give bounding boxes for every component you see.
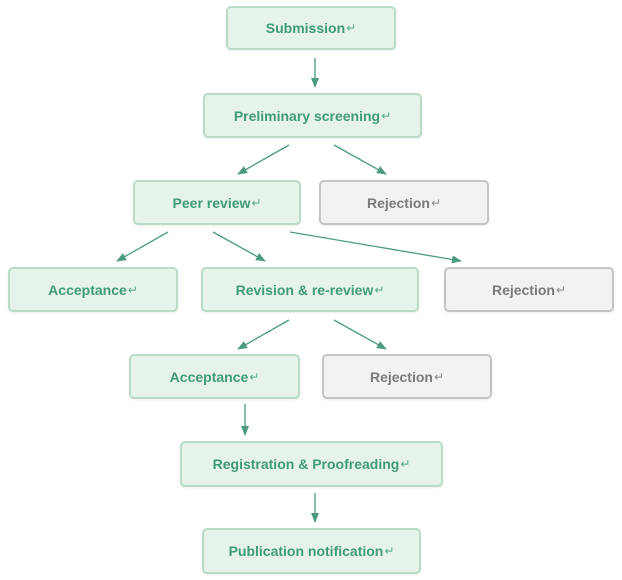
arrow-revision-to-rejection <box>333 319 387 350</box>
node-rejection-revision-label: Rejection <box>369 368 433 385</box>
node-revision-re-review-label: Revision & re-review <box>235 281 374 298</box>
return-mark-icon: ↵ <box>400 457 411 471</box>
arrow-peer-review-to-acceptance <box>116 231 169 262</box>
return-mark-icon: ↵ <box>381 108 392 123</box>
return-mark-icon: ↵ <box>251 195 262 210</box>
return-mark-icon: ↵ <box>374 282 385 297</box>
return-mark-icon: ↵ <box>555 282 567 297</box>
node-registration-proofreading: Registration & Proofreading↵ <box>180 441 443 487</box>
arrow-peer-review-to-revision <box>212 231 266 262</box>
node-registration-proofreading-label: Registration & Proofreading <box>212 456 400 472</box>
node-submission-label: Submission <box>265 20 346 36</box>
node-submission: Submission↵ <box>226 6 396 50</box>
node-preliminary-screening-label: Preliminary screening <box>233 107 381 124</box>
node-rejection-peer-review: Rejection↵ <box>444 267 614 312</box>
arrow-peer-review-to-rejection <box>289 231 462 264</box>
node-publication-notification: Publication notification↵ <box>202 528 421 574</box>
node-rejection-screening: Rejection↵ <box>319 180 489 225</box>
arrow-screening-to-peer-review <box>237 144 290 175</box>
return-mark-icon: ↵ <box>346 21 357 35</box>
arrow-screening-to-rejection <box>333 144 387 175</box>
return-mark-icon: ↵ <box>384 544 395 558</box>
return-mark-icon: ↵ <box>127 282 138 297</box>
return-mark-icon: ↵ <box>433 369 445 384</box>
node-preliminary-screening: Preliminary screening↵ <box>203 93 422 138</box>
node-revision-re-review: Revision & re-review↵ <box>201 267 419 312</box>
node-acceptance-revision-label: Acceptance <box>169 368 249 385</box>
return-mark-icon: ↵ <box>249 369 260 384</box>
node-acceptance-revision: Acceptance↵ <box>129 354 300 399</box>
node-publication-notification-label: Publication notification <box>228 543 384 559</box>
return-mark-icon: ↵ <box>430 195 442 210</box>
arrow-revision-to-acceptance <box>237 319 290 350</box>
node-peer-review-label: Peer review <box>172 194 251 211</box>
node-rejection-revision: Rejection↵ <box>322 354 492 399</box>
node-rejection-peer-review-label: Rejection <box>491 281 555 298</box>
node-rejection-screening-label: Rejection <box>366 194 430 211</box>
node-acceptance-peer-review: Acceptance↵ <box>8 267 178 312</box>
node-acceptance-peer-review-label: Acceptance <box>48 281 127 298</box>
node-peer-review: Peer review↵ <box>133 180 301 225</box>
